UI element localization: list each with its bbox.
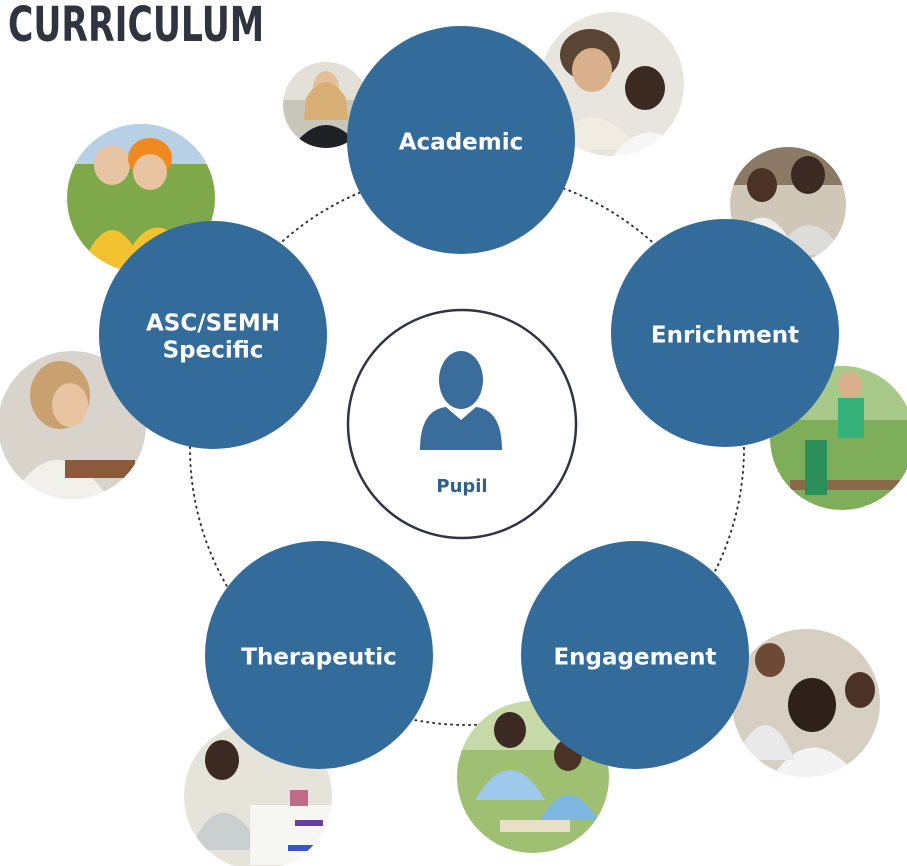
photo-teacher-portrait xyxy=(283,62,369,148)
photo-group-students xyxy=(732,629,880,777)
center-node-pupil: Pupil xyxy=(346,308,578,540)
node-academic: Academic xyxy=(347,26,575,254)
node-asc-semh-label-line2: Specific xyxy=(163,338,264,364)
node-enrichment-label: Enrichment xyxy=(651,323,799,349)
center-label: Pupil xyxy=(436,476,487,497)
person-icon xyxy=(420,351,502,450)
connecting-ring xyxy=(189,170,745,726)
node-therapeutic-label: Therapeutic xyxy=(241,645,396,671)
node-enrichment: Enrichment xyxy=(611,219,839,447)
node-asc-semh: ASC/SEMH Specific xyxy=(99,221,327,449)
node-academic-label: Academic xyxy=(399,130,524,156)
node-therapeutic: Therapeutic xyxy=(205,541,433,769)
node-engagement-label: Engagement xyxy=(553,645,716,671)
node-engagement: Engagement xyxy=(521,541,749,769)
node-asc-semh-label-line1: ASC/SEMH xyxy=(146,311,280,337)
page-title: CURRICULUM xyxy=(8,0,265,53)
